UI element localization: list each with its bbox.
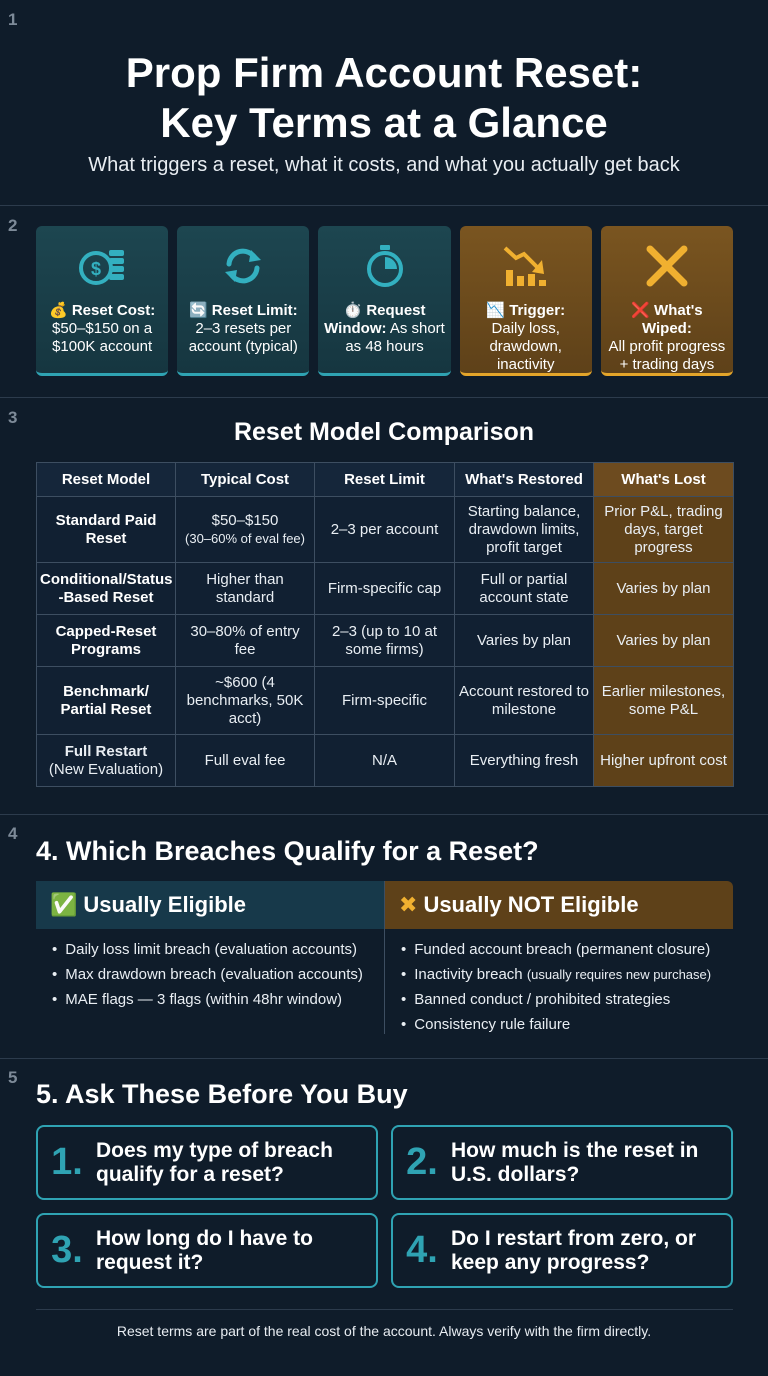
reset-comparison-table: Reset Model Typical Cost Reset Limit Wha… xyxy=(36,462,734,787)
list-item: Consistency rule failure xyxy=(401,1012,733,1037)
divider xyxy=(0,397,768,398)
x-icon: ✖ xyxy=(399,892,418,917)
column-header: What's Lost xyxy=(593,462,734,497)
card-whats-wiped: ❌ What's Wiped:All profit progress + tra… xyxy=(600,226,734,376)
column-header: Typical Cost xyxy=(175,462,315,497)
page-title: Prop Firm Account Reset: Key Terms at a … xyxy=(125,49,643,146)
eligible-heading: ✅ Usually Eligible xyxy=(36,881,384,929)
not-eligible-column: ✖ Usually NOT Eligible Funded account br… xyxy=(385,881,733,1034)
question-card: 1. Does my type of breach qualify for a … xyxy=(36,1125,378,1200)
question-card: 2. How much is the reset in U.S. dollars… xyxy=(391,1125,733,1200)
x-icon xyxy=(646,245,688,287)
list-item: Funded account breach (permanent closure… xyxy=(401,937,733,962)
table-row: Benchmark/ Partial Reset ~$600 (4 benchm… xyxy=(36,666,734,735)
divider xyxy=(0,205,768,206)
not-eligible-list: Funded account breach (permanent closure… xyxy=(385,937,733,1037)
table-row: Standard Paid Reset $50–$150(30–60% of e… xyxy=(36,496,734,563)
stopwatch-icon xyxy=(366,245,403,287)
page-subtitle: What triggers a reset, what it costs, an… xyxy=(88,154,680,176)
question-card: 4. Do I restart from zero, or keep any p… xyxy=(391,1213,733,1288)
divider xyxy=(0,814,768,815)
card-trigger: 📉 Trigger:Daily loss, drawdown, inactivi… xyxy=(459,226,592,376)
not-eligible-heading: ✖ Usually NOT Eligible xyxy=(385,881,733,929)
card-reset-cost: $ 💰 Reset Cost:$50–$150 on a $100K accou… xyxy=(36,226,169,376)
check-icon: ✅ xyxy=(50,892,78,917)
refresh-icon xyxy=(225,248,262,284)
questions-title: 5. Ask These Before You Buy xyxy=(36,1079,408,1109)
list-item: Max drawdown breach (evaluation accounts… xyxy=(52,962,384,987)
money-stack-icon: $ xyxy=(79,250,125,285)
footer-note: Reset terms are part of the real cost of… xyxy=(116,1323,652,1339)
table-row: Conditional/Status -Based Reset Higher t… xyxy=(36,562,734,615)
column-header: What's Restored xyxy=(454,462,594,497)
eligibility-panel: ✅ Usually Eligible Daily loss limit brea… xyxy=(36,881,733,1034)
card-request-window: ⏱️ Request Window: As short as 48 hours xyxy=(318,226,451,376)
section-number: 3 xyxy=(8,408,18,427)
column-header: Reset Limit xyxy=(314,462,455,497)
list-item: MAE flags — 3 flags (within 48hr window) xyxy=(52,987,384,1012)
column-header: Reset Model xyxy=(36,462,176,497)
eligible-column: ✅ Usually Eligible Daily loss limit brea… xyxy=(36,881,384,1034)
list-item: Inactivity breach (usually requires new … xyxy=(401,962,733,987)
eligible-list: Daily loss limit breach (evaluation acco… xyxy=(36,937,384,1012)
section-number: 1 xyxy=(8,10,18,29)
table-row: Capped-Reset Programs 30–80% of entry fe… xyxy=(36,614,734,667)
comparison-title: Reset Model Comparison xyxy=(233,418,535,446)
card-reset-limit: 🔄 Reset Limit:2–3 resets per account (ty… xyxy=(177,226,310,376)
key-terms-cards: $ 💰 Reset Cost:$50–$150 on a $100K accou… xyxy=(36,226,734,376)
svg-text:$: $ xyxy=(91,259,101,279)
section-number: 4 xyxy=(8,824,18,843)
column-divider xyxy=(384,881,385,1034)
list-item: Daily loss limit breach (evaluation acco… xyxy=(52,937,384,962)
table-row: Full Restart(New Evaluation) Full eval f… xyxy=(36,734,734,787)
divider xyxy=(0,1058,768,1059)
section-number: 2 xyxy=(8,216,18,235)
list-item: Banned conduct / prohibited strategies xyxy=(401,987,733,1012)
table-header-row: Reset Model Typical Cost Reset Limit Wha… xyxy=(36,462,734,497)
question-card: 3. How long do I have to request it? xyxy=(36,1213,378,1288)
chart-down-icon xyxy=(503,246,546,286)
breaches-title: 4. Which Breaches Qualify for a Reset? xyxy=(36,836,539,866)
section-number: 5 xyxy=(8,1068,18,1087)
divider xyxy=(36,1309,733,1310)
